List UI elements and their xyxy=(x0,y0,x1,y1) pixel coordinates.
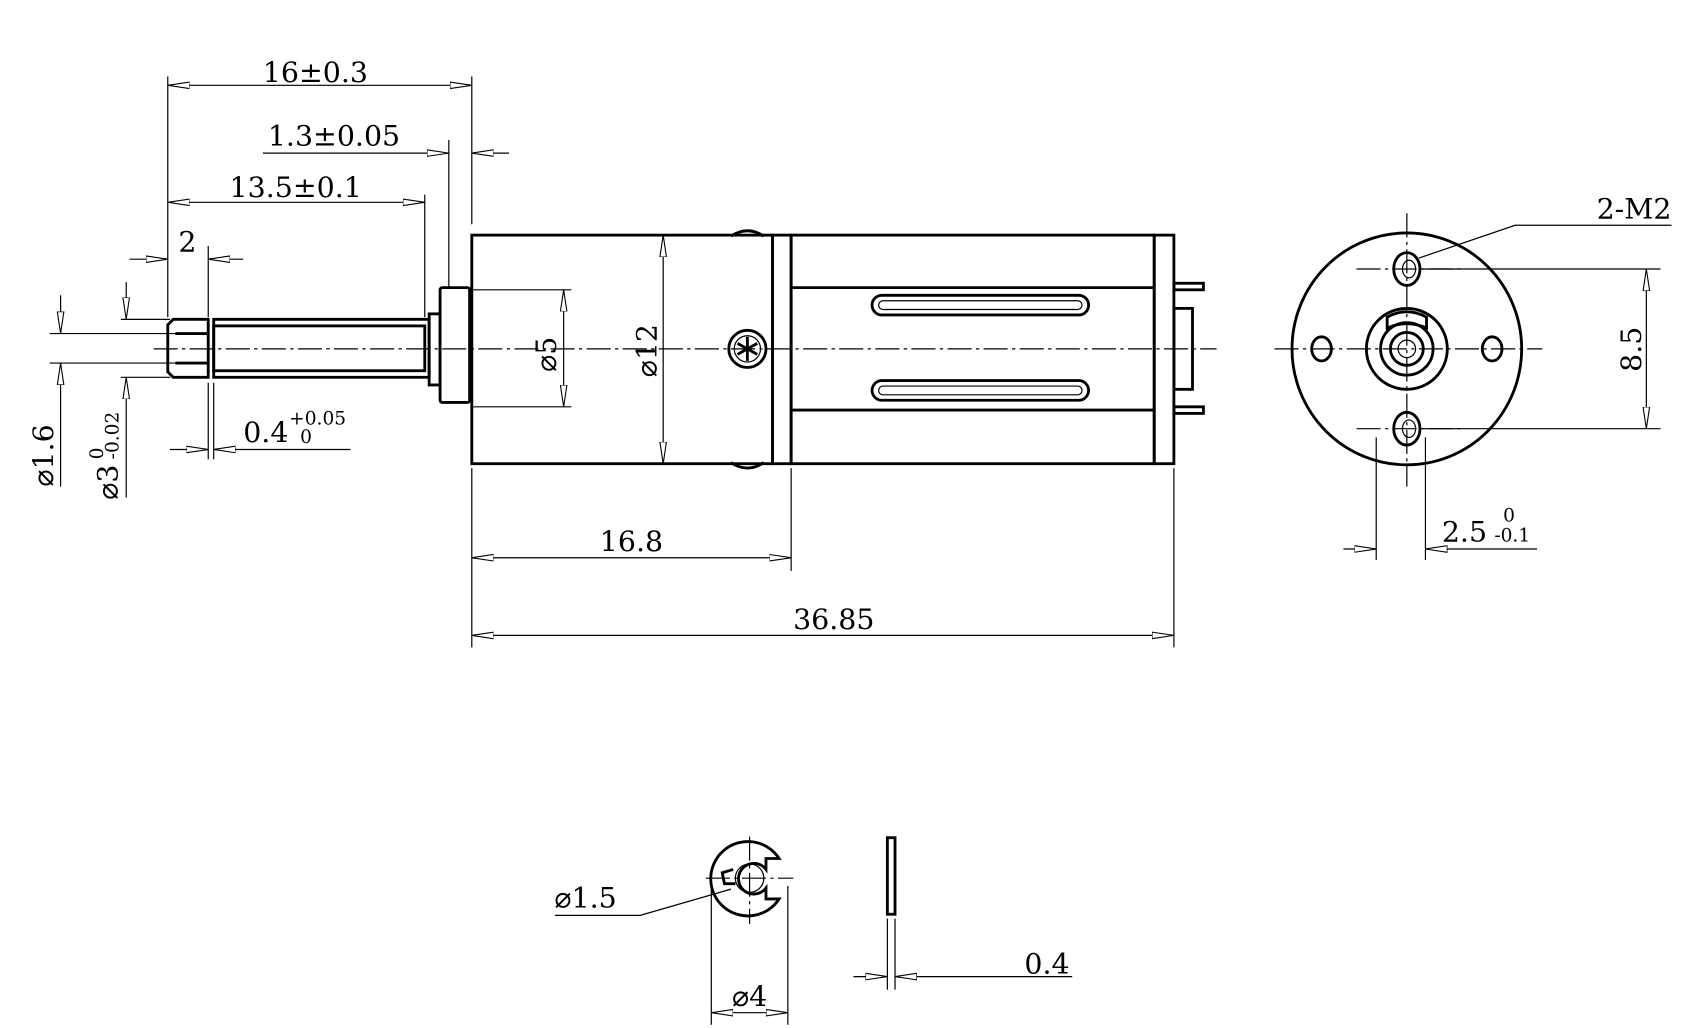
dim-thread-length: 2 xyxy=(178,226,196,259)
dim-thread-dia: ⌀1.6 xyxy=(27,424,60,486)
dim-hole-spacing: 8.5 xyxy=(1615,327,1648,372)
label-mount-holes: 2-M2 xyxy=(1597,193,1672,226)
groove-tol-lower: 0 xyxy=(300,427,312,448)
dim-flange-thickness: 1.3±0.05 xyxy=(268,119,400,152)
flat-tol-lower: -0.1 xyxy=(1494,525,1530,546)
dim-clip-inner: ⌀1.5 xyxy=(554,882,616,915)
shaft-tol-upper: 0 xyxy=(87,447,108,459)
dim-shaft-dia: ⌀3 xyxy=(91,465,124,500)
dim-flat: 2.5 xyxy=(1442,515,1487,548)
shaft-tol-lower: -0.02 xyxy=(103,412,124,460)
flat-tol-upper: 0 xyxy=(1503,506,1515,527)
dim-shaft-length: 16±0.3 xyxy=(263,56,368,89)
clip-side-view: 0.4 xyxy=(853,836,1073,990)
dim-shaft-exposed: 13.5±0.1 xyxy=(230,171,362,204)
front-dimensions: 8.5 2.5 0 -0.1 2-M2 xyxy=(1343,193,1671,560)
e-clip-view xyxy=(705,836,794,925)
side-view xyxy=(153,229,1217,470)
screw-icon xyxy=(727,328,768,369)
dim-groove-width: 0.4 xyxy=(243,416,288,449)
groove-tol-upper: +0.05 xyxy=(289,408,346,429)
dim-total-length: 36.85 xyxy=(793,603,874,636)
dim-gearbox-length: 16.8 xyxy=(600,525,663,558)
dim-clip-thickness: 0.4 xyxy=(1024,947,1069,980)
dim-body-dia: ⌀12 xyxy=(631,324,664,377)
front-view xyxy=(1274,213,1543,487)
e-clip-dimensions: ⌀1.5 ⌀4 xyxy=(554,882,789,1025)
dim-clip-outer: ⌀4 xyxy=(732,980,767,1013)
dim-flange-dia: ⌀5 xyxy=(530,337,563,372)
side-dimensions: 16±0.3 1.3±0.05 13.5±0.1 2 ⌀1.6 ⌀3 0 -0.… xyxy=(27,56,1175,648)
